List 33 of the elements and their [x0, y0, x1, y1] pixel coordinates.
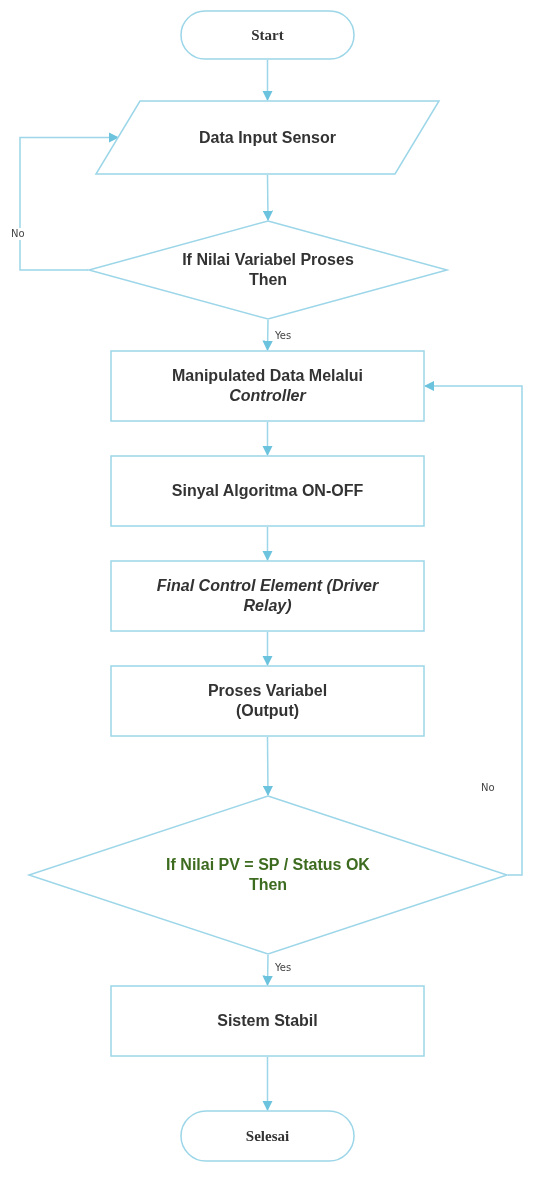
node-label: Selesai: [244, 1126, 291, 1146]
process-box: [110, 560, 425, 632]
edge-label: No: [480, 782, 496, 794]
arrow: [262, 631, 273, 667]
node-label: If Nilai Variabel Proses Then: [181, 250, 355, 290]
decision-diamond: [88, 220, 448, 320]
terminal-shape: [180, 1110, 355, 1162]
node-label: Proses Variabel (Output): [206, 681, 329, 721]
arrow: [262, 421, 273, 457]
arrow: [262, 174, 274, 222]
edge-label: Yes: [274, 962, 293, 974]
process-box: [110, 455, 425, 527]
node-label: Manipulated Data Melalui Controller: [170, 366, 365, 406]
process-box: [110, 665, 425, 737]
arrow: [262, 526, 273, 562]
node-label: Start: [250, 25, 285, 45]
edge-label: No: [10, 228, 26, 240]
edge-label: Yes: [274, 330, 293, 342]
node-label: Sinyal Algoritma ON-OFF: [170, 481, 365, 501]
node-label: Data Input Sensor: [198, 127, 337, 148]
arrow: [262, 59, 273, 102]
input-parallelogram: [95, 100, 440, 175]
arrow: [262, 954, 273, 987]
arrow: [262, 319, 273, 352]
process-box: [110, 350, 425, 422]
arrow: [262, 1056, 273, 1112]
node-label: Final Control Element (Driver Relay): [155, 576, 380, 616]
node-label: Sistem Stabil: [216, 1011, 319, 1031]
arrow: [262, 736, 274, 797]
node-label: If Nilai PV = SP / Status OK Then: [165, 855, 371, 895]
terminal-shape: [180, 10, 355, 60]
decision-diamond: [28, 795, 508, 955]
process-box: [110, 985, 425, 1057]
